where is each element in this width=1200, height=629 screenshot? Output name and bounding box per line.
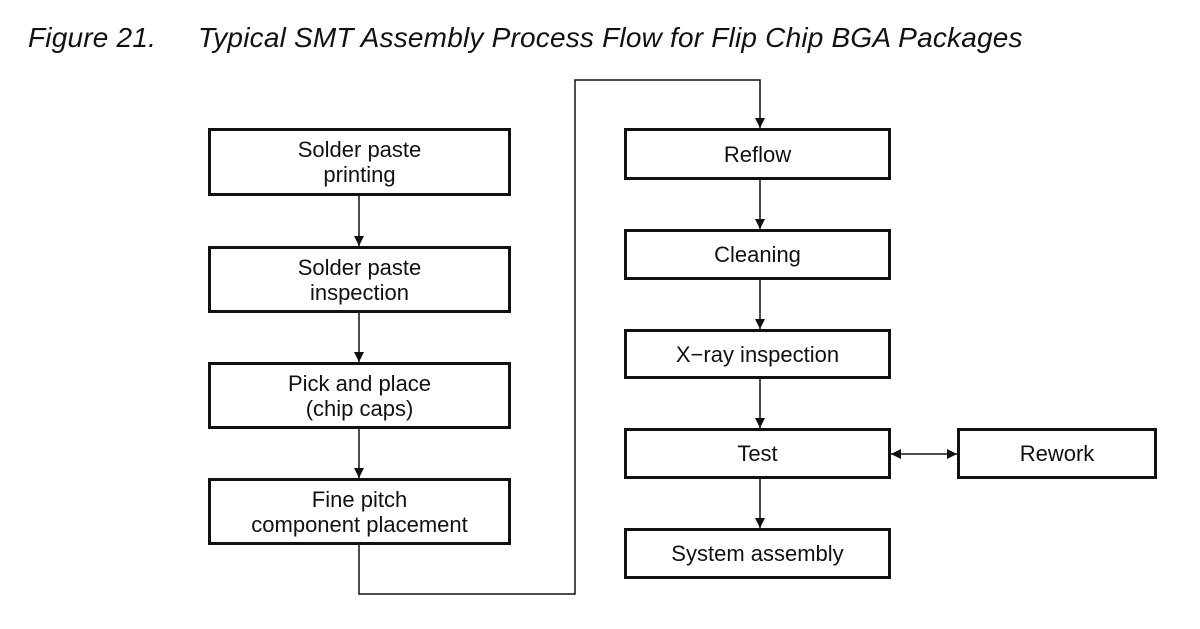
- step-pick-and-place: Pick and place(chip caps): [208, 362, 511, 429]
- step-test: Test: [624, 428, 891, 479]
- figure-title: Typical SMT Assembly Process Flow for Fl…: [198, 22, 1023, 53]
- figure-number: Figure 21.: [28, 22, 157, 53]
- step-xray-inspection: X−ray inspection: [624, 329, 891, 379]
- step-system-assembly: System assembly: [624, 528, 891, 579]
- step-cleaning: Cleaning: [624, 229, 891, 280]
- step-reflow: Reflow: [624, 128, 891, 180]
- connector-fine-pitch-to-reflow: [358, 79, 765, 595]
- figure-caption: Figure 21. Typical SMT Assembly Process F…: [28, 22, 1023, 54]
- step-rework: Rework: [957, 428, 1157, 479]
